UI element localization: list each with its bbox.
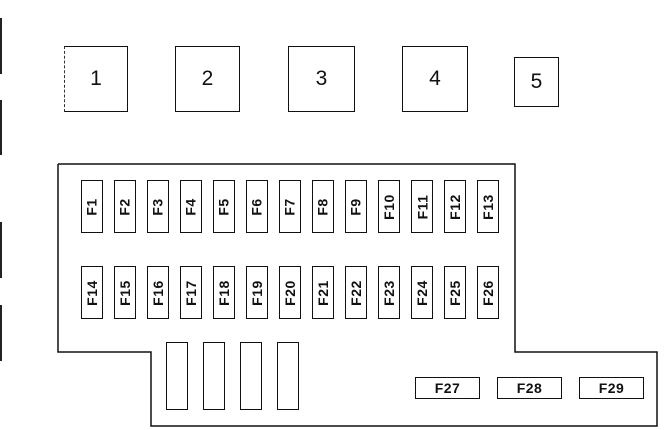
edge-mark xyxy=(0,305,2,361)
fuse-f12: F12 xyxy=(444,180,466,233)
edge-mark xyxy=(0,18,2,74)
fuse-f6: F6 xyxy=(246,180,268,233)
fuse-f14: F14 xyxy=(81,266,103,319)
empty-slot xyxy=(203,342,225,410)
empty-slot xyxy=(277,342,299,410)
relay-3: 3 xyxy=(288,46,355,112)
empty-slot xyxy=(166,342,188,410)
fuse-f19: F19 xyxy=(246,266,268,319)
fuse-f26: F26 xyxy=(477,266,499,319)
fuse-f15: F15 xyxy=(114,266,136,319)
fuse-f9: F9 xyxy=(345,180,367,233)
edge-mark xyxy=(0,222,2,278)
fuse-f28: F28 xyxy=(497,377,562,399)
relay-2: 2 xyxy=(175,46,240,112)
fuse-f8: F8 xyxy=(312,180,334,233)
edge-mark xyxy=(0,100,2,155)
fuse-box-border xyxy=(57,163,658,427)
fuse-f1: F1 xyxy=(81,180,103,233)
fuse-f7: F7 xyxy=(279,180,301,233)
relay-4: 4 xyxy=(402,46,468,112)
fuse-f11: F11 xyxy=(411,180,433,233)
fuse-f21: F21 xyxy=(312,266,334,319)
fuse-f22: F22 xyxy=(345,266,367,319)
fuse-f10: F10 xyxy=(378,180,400,233)
fuse-f25: F25 xyxy=(444,266,466,319)
fuse-f16: F16 xyxy=(147,266,169,319)
fuse-f27: F27 xyxy=(415,377,480,399)
fuse-f29: F29 xyxy=(579,377,644,399)
fuse-f17: F17 xyxy=(180,266,202,319)
fuse-f3: F3 xyxy=(147,180,169,233)
fuse-f24: F24 xyxy=(411,266,433,319)
fuse-f23: F23 xyxy=(378,266,400,319)
empty-slot xyxy=(240,342,262,410)
fuse-f20: F20 xyxy=(279,266,301,319)
fuse-f18: F18 xyxy=(213,266,235,319)
fuse-f13: F13 xyxy=(477,180,499,233)
relay-1: 1 xyxy=(64,46,128,112)
fuse-f5: F5 xyxy=(213,180,235,233)
fuse-f2: F2 xyxy=(114,180,136,233)
fuse-f4: F4 xyxy=(180,180,202,233)
relay-5: 5 xyxy=(514,57,559,107)
